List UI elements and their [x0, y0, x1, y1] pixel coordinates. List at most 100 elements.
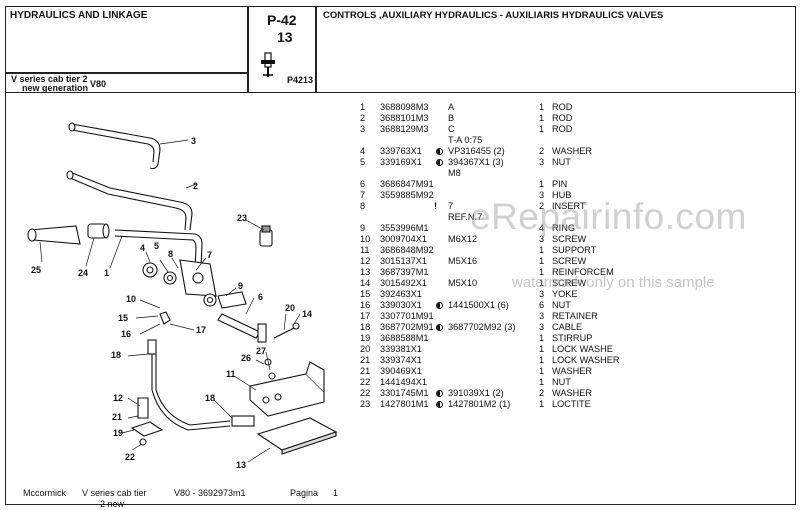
part-quantity: 1: [539, 355, 545, 365]
part-reference: M6X12: [448, 234, 478, 244]
callout-4: 4: [140, 243, 146, 253]
part-number: 3686848M92: [380, 245, 434, 255]
part-quantity: 3: [539, 289, 545, 299]
part-description: ROD: [552, 113, 573, 123]
part-description: LOCK WASHE: [552, 344, 613, 354]
footer-series-2: 2 new: [100, 499, 125, 509]
yoke-cable-18: [147, 311, 255, 431]
part-reference: 3687702M92 (3): [448, 322, 516, 332]
part-description: ROD: [552, 102, 573, 112]
footer-page-number: 1: [333, 488, 339, 498]
part-description: WASHER: [552, 366, 592, 376]
part-number: 1427801M1: [380, 399, 429, 409]
page-sub: 13: [277, 29, 293, 45]
part-description: LOCK WASHER: [552, 355, 620, 365]
part-position: 15: [360, 289, 371, 299]
interchange-icon: [436, 401, 443, 408]
part-description: NUT: [552, 157, 571, 167]
callout-7: 7: [207, 250, 213, 260]
callout-25: 25: [31, 265, 42, 275]
part-number: 3688129M3: [380, 124, 429, 134]
callout-16: 16: [121, 329, 132, 339]
part-quantity: 3: [539, 157, 545, 167]
part-quantity: 3: [539, 311, 545, 321]
callout-18-top: 18: [111, 350, 122, 360]
part-position: 20: [360, 344, 371, 354]
part-number: 3559885M92: [380, 190, 434, 200]
part-number: 339030X1: [380, 300, 422, 310]
part-description: WASHER: [552, 388, 592, 398]
part-reference: 394367X1 (3): [448, 157, 504, 167]
exploded-parts-diagram: [27, 122, 338, 463]
part-quantity: 1: [539, 377, 545, 387]
part-position: 22: [360, 377, 371, 387]
part-number: 3688101M3: [380, 113, 429, 123]
callout-6: 6: [258, 292, 264, 302]
part-number: 3015492X1: [380, 278, 428, 288]
part-position: 5: [360, 157, 366, 167]
valve-bracket: [142, 259, 247, 309]
part-description: WASHER: [552, 146, 592, 156]
callout-12: 12: [113, 393, 124, 403]
model-line1: V series cab tier 2: [11, 74, 88, 84]
rod-3: [68, 122, 161, 170]
part-quantity: 1: [539, 366, 545, 376]
note-icon: !: [434, 201, 438, 211]
model-box: V series cab tier 2 new generation V80: [5, 73, 248, 93]
part-description: INSERT: [552, 201, 586, 211]
part-number: 3688588M1: [380, 333, 429, 343]
part-description: NUT: [552, 377, 571, 387]
support-11: [249, 358, 325, 417]
part-quantity: 1: [539, 333, 545, 343]
part-reference: VP316455 (2): [448, 146, 505, 156]
part-position: 8: [360, 201, 366, 211]
part-number: 3686847M91: [380, 179, 434, 189]
part-position: 9: [360, 223, 366, 233]
part-reference: A: [448, 102, 455, 112]
part-description: CABLE: [552, 322, 583, 332]
callout-14: 14: [302, 309, 313, 319]
sleeve-24: [87, 223, 110, 239]
part-position: 13: [360, 267, 371, 277]
part-description: ROD: [552, 124, 573, 134]
part-reference: 1427801M2 (1): [448, 399, 511, 409]
footer-doc: V80 - 3692973m1: [174, 488, 246, 498]
pin-6: [217, 313, 267, 343]
part-position: 19: [360, 333, 371, 343]
part-position: 7: [360, 190, 366, 200]
watermark-text: eRepairinfo.com: [470, 196, 747, 237]
part-number: 1441494X1: [380, 377, 428, 387]
part-quantity: 1: [539, 278, 545, 288]
part-quantity: 3: [539, 234, 545, 244]
part-position: 17: [360, 311, 371, 321]
part-description: REINFORCEM: [552, 267, 614, 277]
part-position: 23: [360, 399, 371, 409]
section-title: HYDRAULICS AND LINKAGE: [10, 10, 148, 21]
part-position: 16: [360, 300, 371, 310]
part-number: 3687702M91: [380, 322, 434, 332]
interchange-icon: [436, 302, 443, 309]
part-description: SCREW: [552, 278, 587, 288]
part-reference: M5X10: [448, 278, 478, 288]
callout-15: 15: [118, 313, 129, 323]
part-quantity: 1: [539, 267, 545, 277]
page-title: CONTROLS ,AUXILIARY HYDRAULICS - AUXILIA…: [323, 10, 664, 21]
callout-8: 8: [168, 249, 174, 259]
part-number: 3301745M1: [380, 388, 429, 398]
callout-10: 10: [126, 294, 137, 304]
screw-14: [273, 322, 300, 339]
interchange-icon: [436, 324, 443, 331]
model-name: V80: [90, 79, 107, 89]
part-reference: M5X16: [448, 256, 478, 266]
part-number: 3688098M3: [380, 102, 429, 112]
callout-5: 5: [154, 241, 160, 251]
part-number: 3553996M1: [380, 223, 429, 233]
callout-13: 13: [236, 460, 247, 470]
callout-11: 11: [226, 369, 236, 379]
part-position: 4: [360, 146, 366, 156]
part-quantity: 1: [539, 102, 545, 112]
footer-series: V series cab tier: [82, 488, 147, 498]
part-description: SUPPORT: [552, 245, 597, 255]
stirrup-19: [130, 397, 164, 446]
part-number: 339381X1: [380, 344, 422, 354]
